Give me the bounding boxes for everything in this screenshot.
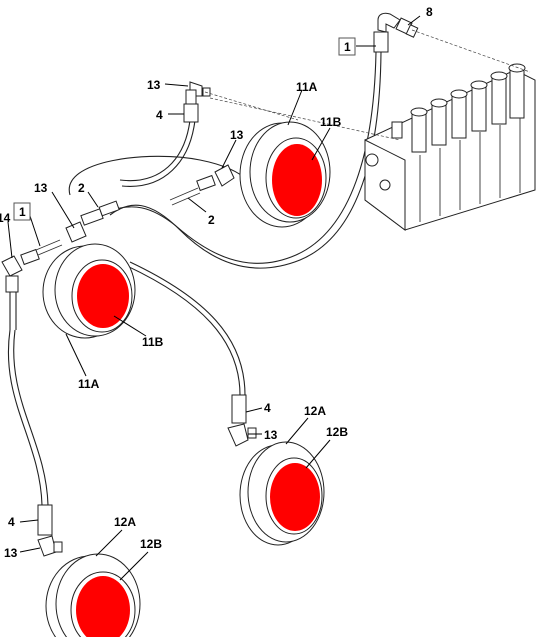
callout-2-a: 2	[78, 181, 85, 195]
control-valve	[364, 63, 536, 231]
dashed-lines	[204, 29, 531, 141]
callout-11A-top: 11A	[296, 80, 318, 94]
callout-1-left: 1	[19, 205, 26, 219]
motor-11-left-face	[77, 264, 129, 328]
hose-left-to-mid-b	[129, 261, 246, 396]
fittings	[1, 81, 257, 557]
callout-14: 14	[0, 211, 11, 225]
callout-11A-left: 11A	[78, 377, 100, 391]
callout-4-b: 4	[264, 401, 271, 415]
motor-11-top-face	[272, 144, 322, 216]
hose-left-to-mid	[124, 264, 241, 396]
valve-sections	[419, 118, 521, 222]
callout-12A-bot: 12A	[114, 515, 136, 529]
motor-12-mid	[239, 441, 325, 546]
callout-12A-mid: 12A	[304, 404, 326, 418]
hose-valve-to-left-motor-b	[111, 51, 377, 264]
motor-11-top	[239, 121, 331, 228]
callout-11B-top: 11B	[320, 115, 342, 129]
motor-12-bottom-face	[76, 576, 130, 637]
callout-13-d: 13	[264, 428, 278, 442]
callouts: 8 1 13 4 11A 11B 13 2 2 13 14 1 11B 11A …	[0, 5, 433, 560]
callout-2-b: 2	[208, 213, 215, 227]
hose-upper-loop	[68, 155, 261, 211]
callout-13-e: 13	[4, 546, 18, 560]
hose-left-to-bottom	[7, 329, 43, 506]
fitting-8	[373, 12, 419, 53]
valve-spools	[410, 63, 526, 153]
callout-8: 8	[426, 5, 433, 19]
hose-top-4-b	[121, 119, 196, 187]
callout-4-a: 4	[156, 108, 163, 122]
leader-lines	[7, 15, 421, 581]
callout-1-top-box	[338, 37, 356, 56]
motor-11-left	[42, 243, 136, 339]
callout-13-b: 13	[230, 128, 244, 142]
hose-left-to-bottom-b	[13, 329, 49, 506]
callout-4-c: 4	[8, 515, 15, 529]
callout-11B-left: 11B	[142, 335, 164, 349]
callout-13-a: 13	[147, 78, 161, 92]
callout-12B-bot: 12B	[140, 537, 162, 551]
motor-12-mid-face	[270, 463, 320, 531]
callout-1-left-box	[13, 202, 31, 221]
motor-12-bottom	[45, 553, 141, 637]
hose-top-4	[119, 119, 191, 182]
callout-13-c: 13	[34, 181, 48, 195]
callout-12B-mid: 12B	[326, 425, 348, 439]
callout-1-top: 1	[344, 40, 351, 54]
